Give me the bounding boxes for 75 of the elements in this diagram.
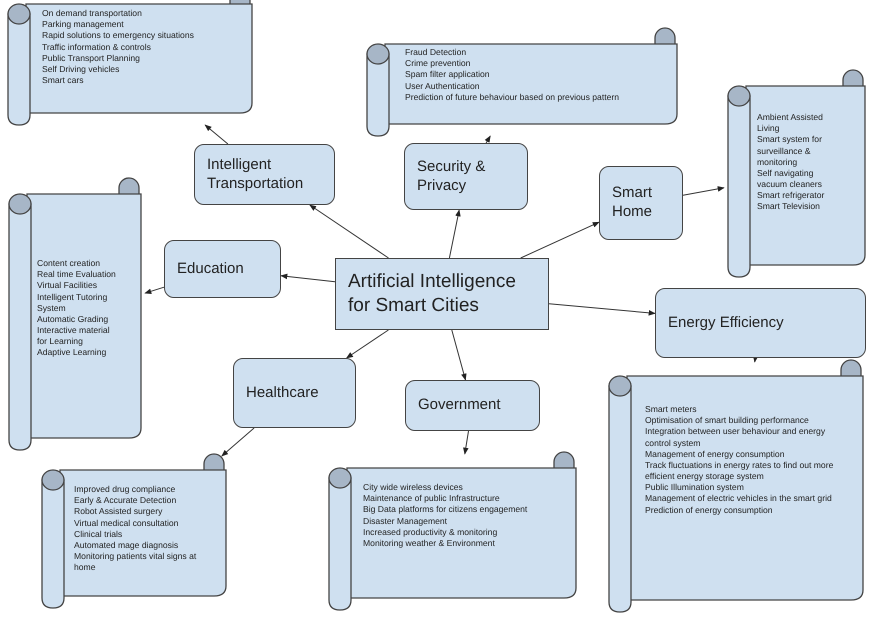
list-item: Parking management xyxy=(42,19,125,30)
list-item: Virtual medical consultation xyxy=(74,518,180,529)
list-item: Prediction of energy consumption xyxy=(645,504,774,516)
list-item: Automatic Grading xyxy=(37,314,110,326)
list-item: Management of energy consumption xyxy=(645,448,786,460)
box-title: Artificial Intelligence for Smart Cities xyxy=(348,270,517,318)
list-item: Track fluctuations in energy rates to find out more efficient energy storage system xyxy=(645,460,834,482)
arrow xyxy=(346,330,389,358)
arrow xyxy=(144,286,164,294)
box-title: Smart Home xyxy=(612,184,654,222)
list-item: Smart meters xyxy=(645,404,698,416)
box-title: Intelligent Transportation xyxy=(207,156,304,194)
list-item: Content creation xyxy=(37,258,102,270)
list-item: Automated mage diagnosis xyxy=(74,540,180,552)
list-item: Clinical trials xyxy=(74,528,124,540)
arrow xyxy=(463,430,469,455)
arrow xyxy=(448,209,461,258)
list-item: Traffic information & controls xyxy=(42,42,152,53)
list-item: User Authentication xyxy=(405,80,481,92)
list-item: Crime prevention xyxy=(405,58,472,70)
list-item: Monitoring weather & Environment xyxy=(363,538,496,550)
arrow xyxy=(280,274,336,282)
list-item: Smart Television xyxy=(757,201,821,213)
box-title: Energy Efficiency xyxy=(668,314,784,332)
list-item: Rapid solutions to emergency situations xyxy=(42,30,195,42)
list-item: Disaster Management xyxy=(363,516,448,527)
box-title: Healthcare xyxy=(246,384,319,402)
list-item: Self Driving vehicles xyxy=(42,64,120,76)
box-title: Government xyxy=(418,396,501,415)
central-topic-box xyxy=(335,258,549,330)
arrow xyxy=(682,186,725,196)
list-item: City wide wireless devices xyxy=(363,482,464,494)
category-box xyxy=(405,380,540,431)
list-item: Integration between user behaviour and energy control system xyxy=(645,426,826,449)
category-box xyxy=(164,240,281,298)
list-item: Monitoring patients vital signs at home xyxy=(74,551,198,574)
arrow xyxy=(204,124,228,144)
list-item: Prediction of future behaviour based on previous pattern xyxy=(405,92,620,103)
box-title: Security & Privacy xyxy=(417,158,486,196)
arrow xyxy=(221,428,255,456)
list-item: Increased productivity & monitoring xyxy=(363,526,498,538)
box-title: Education xyxy=(177,260,244,278)
list-item: Spam filter application xyxy=(405,69,491,81)
arrow xyxy=(484,135,491,144)
category-box xyxy=(194,144,335,205)
arrow xyxy=(752,355,758,363)
list-item: Interactive material for Learning xyxy=(37,325,111,348)
arrow xyxy=(520,222,600,258)
list-item: Management of electric vehicles in the smart grid xyxy=(645,493,833,505)
list-item: Improved drug compliance xyxy=(74,484,176,496)
arrow xyxy=(548,303,656,316)
list-item: Fraud Detection xyxy=(405,47,468,58)
list-item: Big Data platforms for citizens engagement xyxy=(363,504,528,516)
category-box xyxy=(655,288,866,358)
list-item: Smart refrigerator xyxy=(757,190,826,202)
list-item: Real time Evaluation xyxy=(37,269,117,280)
list-item: Public Illumination system xyxy=(645,482,745,494)
list-item: Public Transport Planning xyxy=(42,52,141,64)
category-box xyxy=(599,166,683,240)
list-item: Early & Accurate Detection xyxy=(74,495,178,506)
list-item: On demand transportation xyxy=(42,8,143,20)
list-item: Smart system for surveillance & monitoring xyxy=(757,134,823,168)
list-item: Robot Assisted surgery xyxy=(74,506,164,518)
list-item: Adaptive Learning xyxy=(37,347,108,359)
list-item: Ambient Assisted Living xyxy=(757,112,824,134)
category-box xyxy=(404,143,528,210)
list-item: Smart cars xyxy=(42,75,85,86)
category-box xyxy=(233,358,356,428)
arrow xyxy=(451,330,467,381)
arrow xyxy=(309,204,389,258)
list-item: Virtual Facilities xyxy=(37,280,98,292)
list-item: Self navigating vacuum cleaners xyxy=(757,168,823,190)
list-item: Intelligent Tutoring System xyxy=(37,292,108,314)
list-item: Optimisation of smart building performance xyxy=(645,415,810,426)
list-item: Maintenance of public Infrastructure xyxy=(363,493,501,504)
